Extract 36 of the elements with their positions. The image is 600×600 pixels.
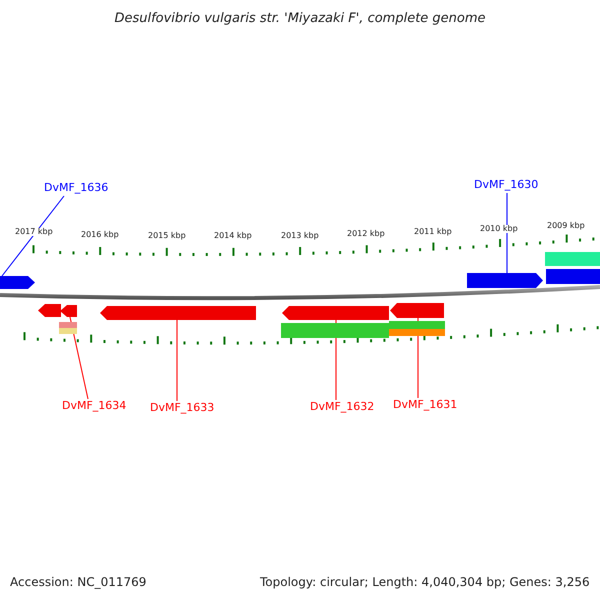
gene-label: DvMF_1632 xyxy=(310,401,374,412)
scale-label: 2012 kbp xyxy=(347,230,385,238)
leader-line xyxy=(176,320,178,402)
gene-label: DvMF_1633 xyxy=(150,402,214,413)
gene-bar xyxy=(281,323,389,338)
gene-bar xyxy=(100,306,256,320)
gene-bar xyxy=(390,303,444,318)
scale-label: 2014 kbp xyxy=(214,232,252,240)
gene-label: DvMF_1634 xyxy=(62,400,126,411)
scale-label: 2010 kbp xyxy=(480,225,518,233)
gene-bar xyxy=(0,276,35,289)
gene-label: DvMF_1636 xyxy=(44,182,108,193)
gene-label: DvMF_1631 xyxy=(393,399,458,410)
gene-bar xyxy=(60,305,77,317)
gene-bar xyxy=(546,269,600,284)
footer-text: Accession: NC_011769 xyxy=(10,576,146,588)
diagram-title: Desulfovibrio vulgaris str. 'Miyazaki F', complete genome xyxy=(113,12,487,25)
gene-bar xyxy=(389,329,445,336)
footer-text: Topology: circular; Length: 4,040,304 bp; Genes: 3,256 xyxy=(260,576,590,588)
scale-label: 2015 kbp xyxy=(148,232,186,240)
gene-bar xyxy=(389,321,445,329)
gene-bar xyxy=(59,322,77,328)
scale-label: 2016 kbp xyxy=(81,231,119,239)
leader-line xyxy=(2,196,64,276)
leader-line xyxy=(70,316,88,400)
scale-label: 2011 kbp xyxy=(414,228,452,236)
gene-bar xyxy=(545,252,600,266)
gene-bar xyxy=(38,304,61,317)
gene-label: DvMF_1630 xyxy=(474,179,538,190)
scale-label: 2017 kbp xyxy=(15,228,53,236)
scale-label: 2009 kbp xyxy=(547,222,585,230)
scale-label: 2013 kbp xyxy=(281,232,319,240)
gene-bar xyxy=(59,328,77,334)
leader-line xyxy=(506,192,508,274)
gene-bar xyxy=(467,273,543,288)
gene-bar xyxy=(282,306,389,320)
